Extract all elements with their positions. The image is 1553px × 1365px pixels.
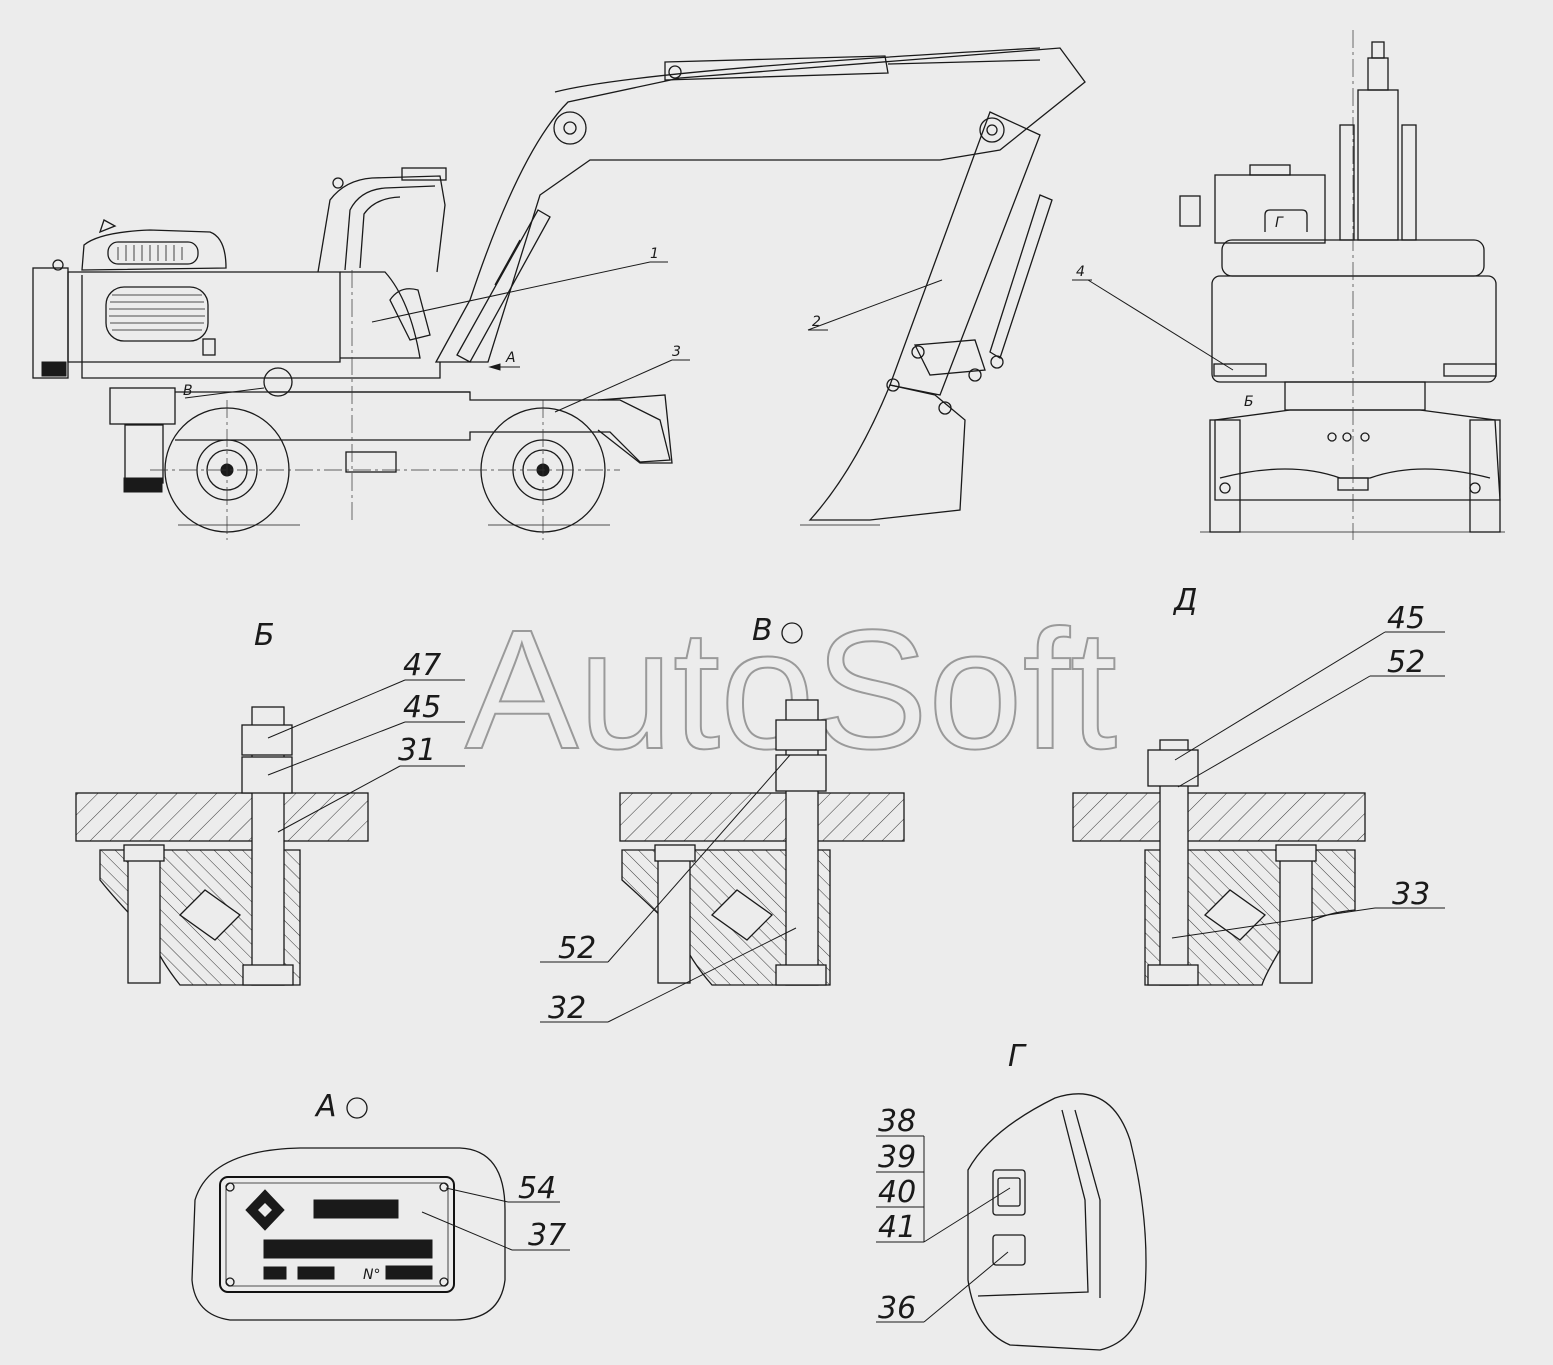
view-g-label-3: 40 (878, 1175, 916, 1210)
section-d-title: Д (1172, 583, 1197, 618)
view-a-nameplate: А N° 54 37 (191, 1089, 570, 1321)
view-a-title: А (314, 1089, 337, 1124)
view-marker-A: А (505, 350, 516, 366)
view-marker-B-cyr: Б (1244, 394, 1254, 410)
section-v: В 52 32 (540, 613, 905, 1026)
section-v-title: В (752, 613, 773, 648)
callout-3: 3 (672, 344, 681, 360)
section-d-label-3: 33 (1392, 877, 1430, 912)
rotation-icon (781, 622, 803, 644)
view-g-panel: Г 38 39 40 41 36 (876, 1039, 1147, 1351)
plate-number-label: N° (363, 1267, 380, 1283)
view-marker-B: В (183, 383, 193, 399)
callout-2: 2 (812, 314, 821, 330)
view-g-label-5: 36 (878, 1291, 916, 1326)
section-b-label-2: 45 (403, 690, 441, 725)
rotation-icon (346, 1097, 368, 1119)
view-marker-G: Г (1275, 215, 1284, 231)
view-g-title: Г (1008, 1039, 1027, 1074)
view-g-label-1: 38 (878, 1104, 916, 1139)
view-a-label-2: 37 (528, 1218, 566, 1253)
section-b-label-1: 47 (403, 648, 441, 683)
excavator-side-view: 1 2 3 А В (32, 47, 1086, 540)
view-g-label-2: 39 (878, 1140, 916, 1175)
view-a-label-1: 54 (518, 1171, 556, 1206)
callout-4: 4 (1076, 264, 1085, 280)
section-b-title: Б (254, 618, 275, 653)
section-v-label-2: 32 (548, 991, 586, 1026)
section-d-label-2: 52 (1387, 645, 1425, 680)
section-v-label-1: 52 (558, 931, 596, 966)
view-g-label-4: 41 (878, 1210, 916, 1245)
excavator-front-view: Г 4 Б (1072, 30, 1505, 540)
section-d-label-1: 45 (1387, 601, 1425, 636)
section-d: Д 45 52 33 (1072, 583, 1445, 986)
callout-1: 1 (650, 246, 659, 262)
section-b-label-3: 31 (398, 733, 436, 768)
section-b: Б 47 45 31 (75, 618, 465, 986)
